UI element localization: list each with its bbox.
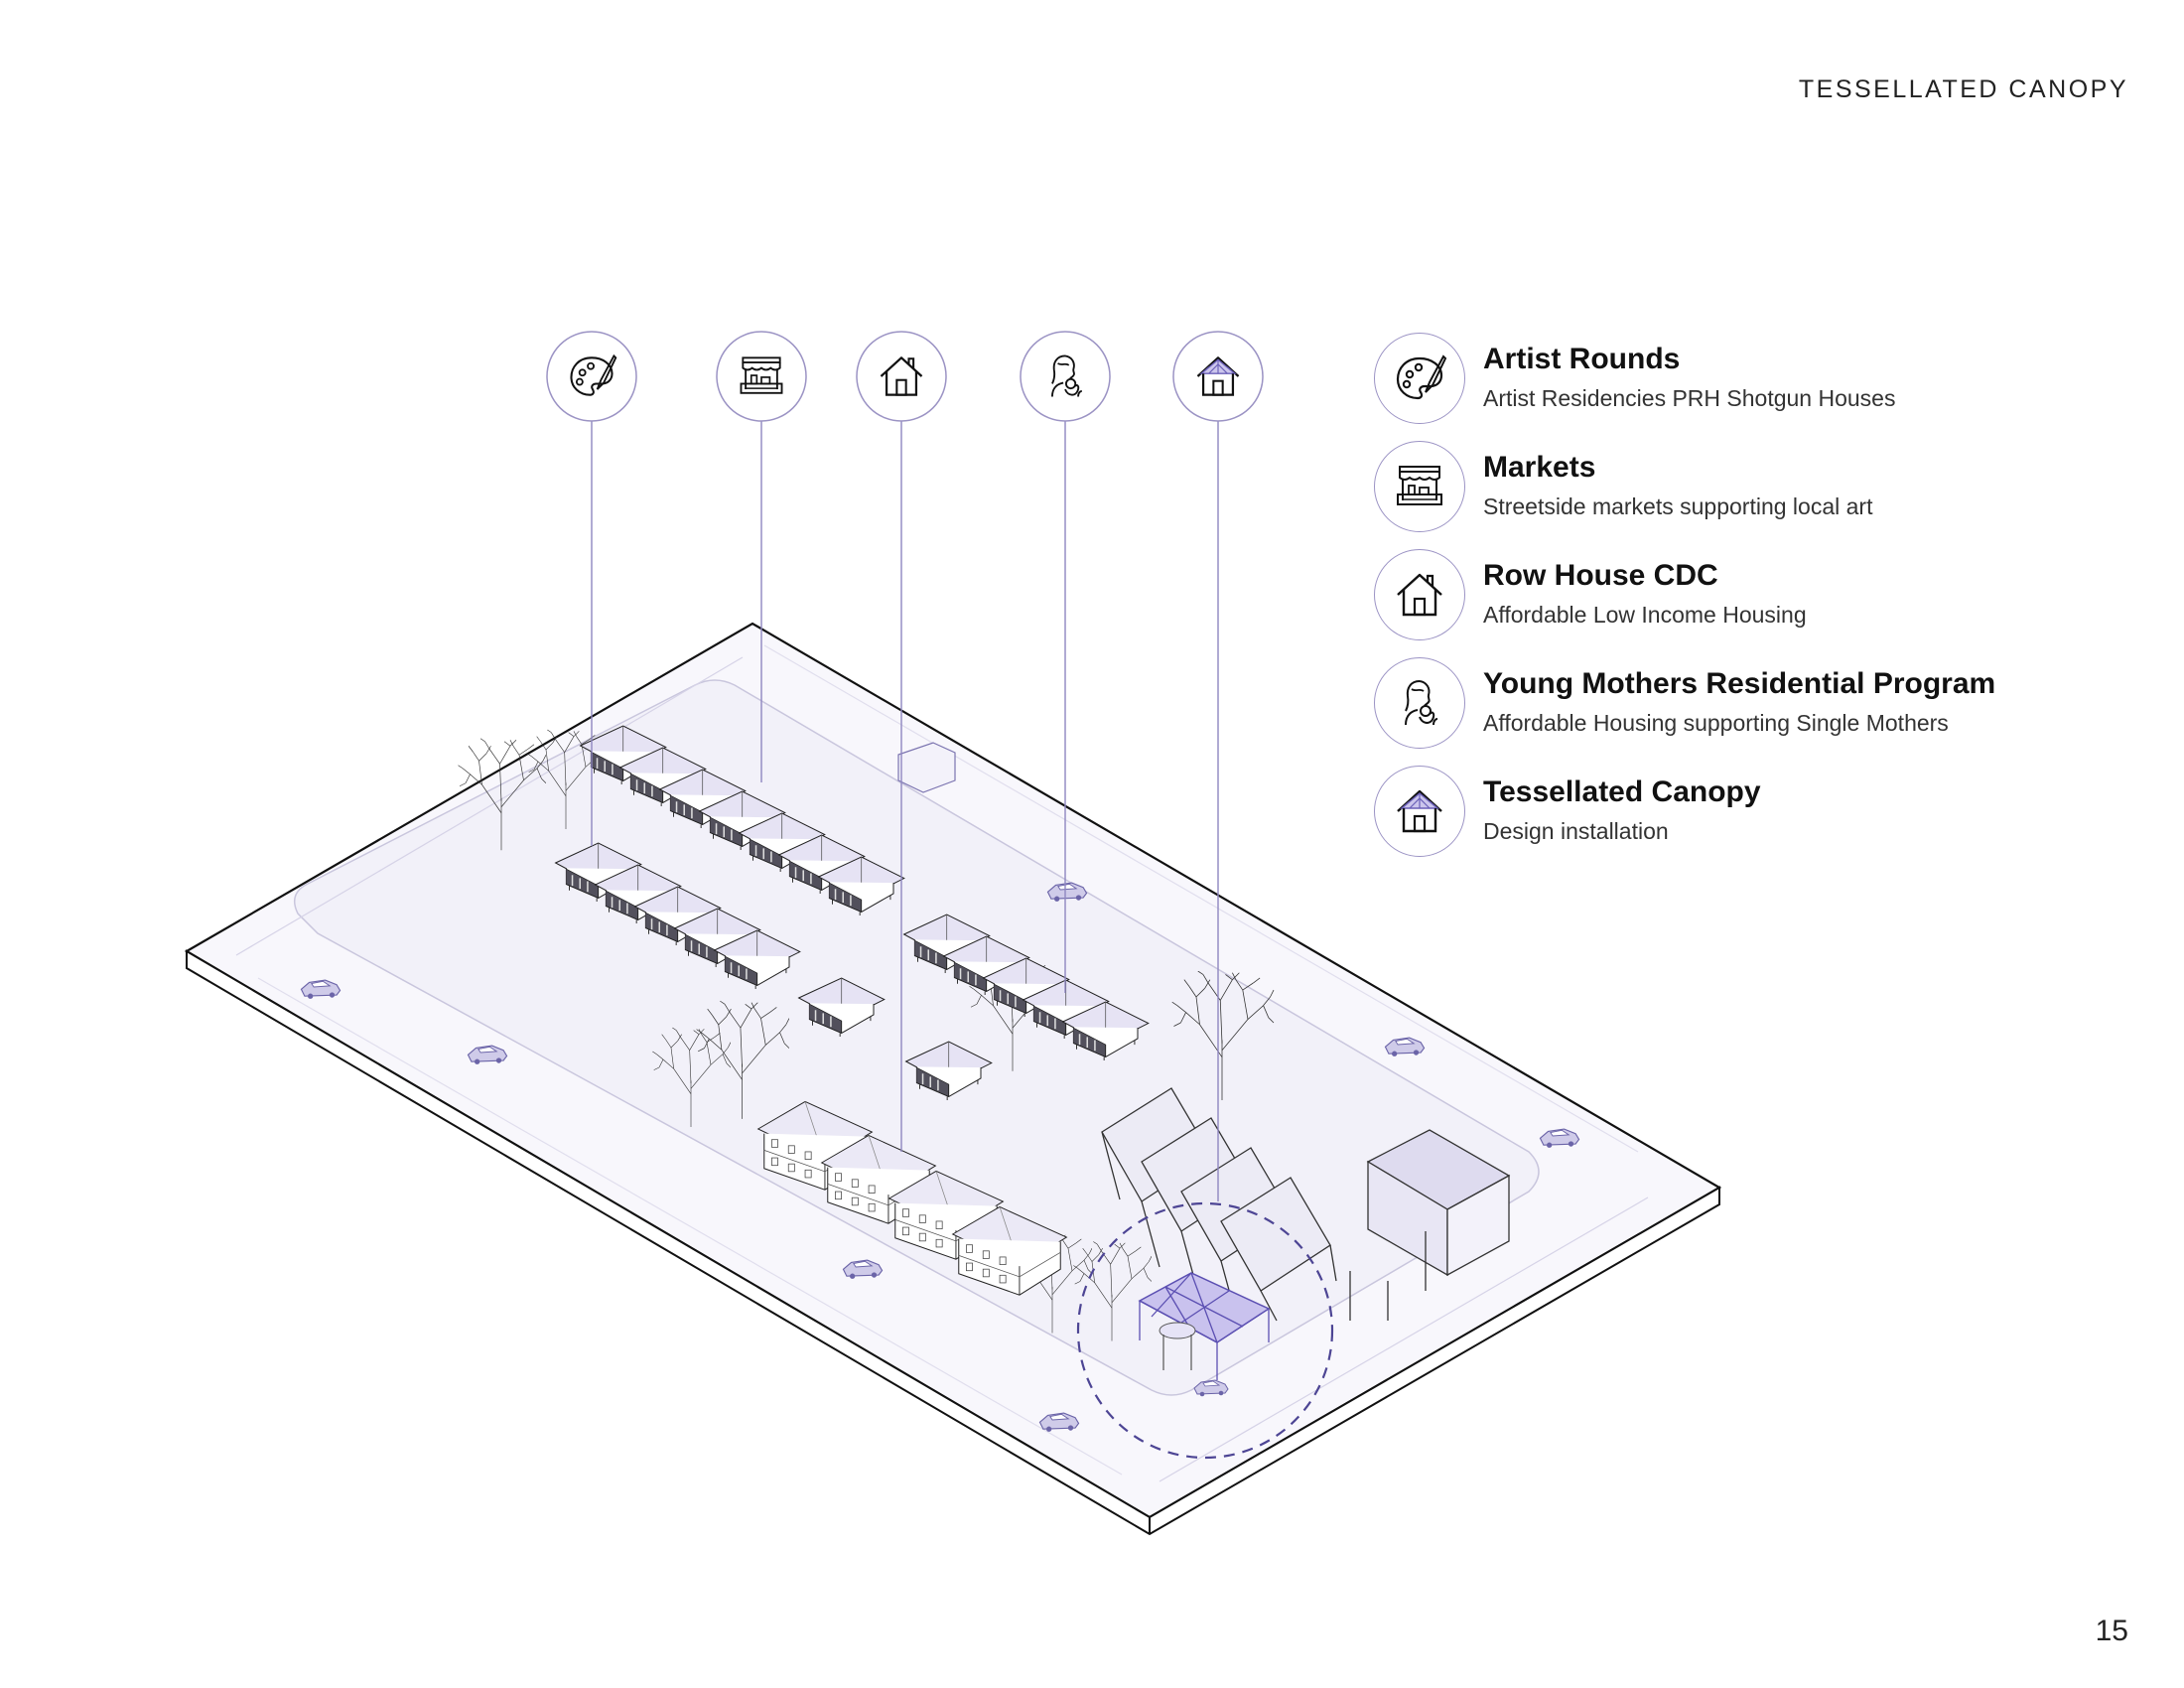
legend-description: Affordable Housing supporting Single Mot… [1483, 710, 1949, 736]
truck-icon [897, 742, 956, 793]
legend-item-young-mothers: Young Mothers Residential Program Afford… [1374, 656, 2148, 750]
market-hall [1349, 1129, 1511, 1321]
house-icon [1374, 549, 1465, 640]
canopy-house-icon [1172, 331, 1264, 422]
tessellated-canopy [1076, 1201, 1334, 1460]
mother-child-icon [1020, 331, 1111, 422]
legend-title: Artist Rounds [1483, 343, 1681, 375]
legend-item-artist-rounds: Artist Rounds Artist Residencies PRH Sho… [1374, 332, 2148, 425]
legend-item-row-house: Row House CDC Affordable Low Income Hous… [1374, 548, 2148, 641]
vehicles [300, 742, 1580, 1433]
market-stall-icon [1374, 441, 1465, 532]
mother-child-icon [1374, 657, 1465, 749]
page-title: TESSELLATED CANOPY [1798, 75, 2128, 103]
page-number: 15 [2095, 1615, 2128, 1647]
legend: Artist Rounds Artist Residencies PRH Sho… [1374, 332, 2148, 873]
market-stall-icon [716, 331, 807, 422]
legend-title: Tessellated Canopy [1483, 775, 1761, 808]
leader-lines [591, 419, 1219, 1201]
top-icons [546, 331, 1264, 422]
palette-icon [1374, 333, 1465, 424]
palette-icon [546, 331, 637, 422]
legend-description: Artist Residencies PRH Shotgun Houses [1483, 385, 1896, 411]
house-icon [856, 331, 947, 422]
canopy-house-icon [1374, 766, 1465, 857]
legend-title: Row House CDC [1483, 559, 1718, 592]
legend-title: Young Mothers Residential Program [1483, 667, 1996, 700]
market-canopies [1101, 1087, 1337, 1328]
legend-title: Markets [1483, 451, 1596, 484]
legend-description: Affordable Low Income Housing [1483, 602, 1807, 628]
legend-description: Streetside markets supporting local art [1483, 493, 1873, 519]
legend-item-markets: Markets Streetside markets supporting lo… [1374, 440, 2148, 533]
legend-item-tessellated-canopy: Tessellated Canopy Design installation [1374, 765, 2148, 858]
highlight-circle [1076, 1201, 1334, 1460]
legend-description: Design installation [1483, 818, 1669, 844]
